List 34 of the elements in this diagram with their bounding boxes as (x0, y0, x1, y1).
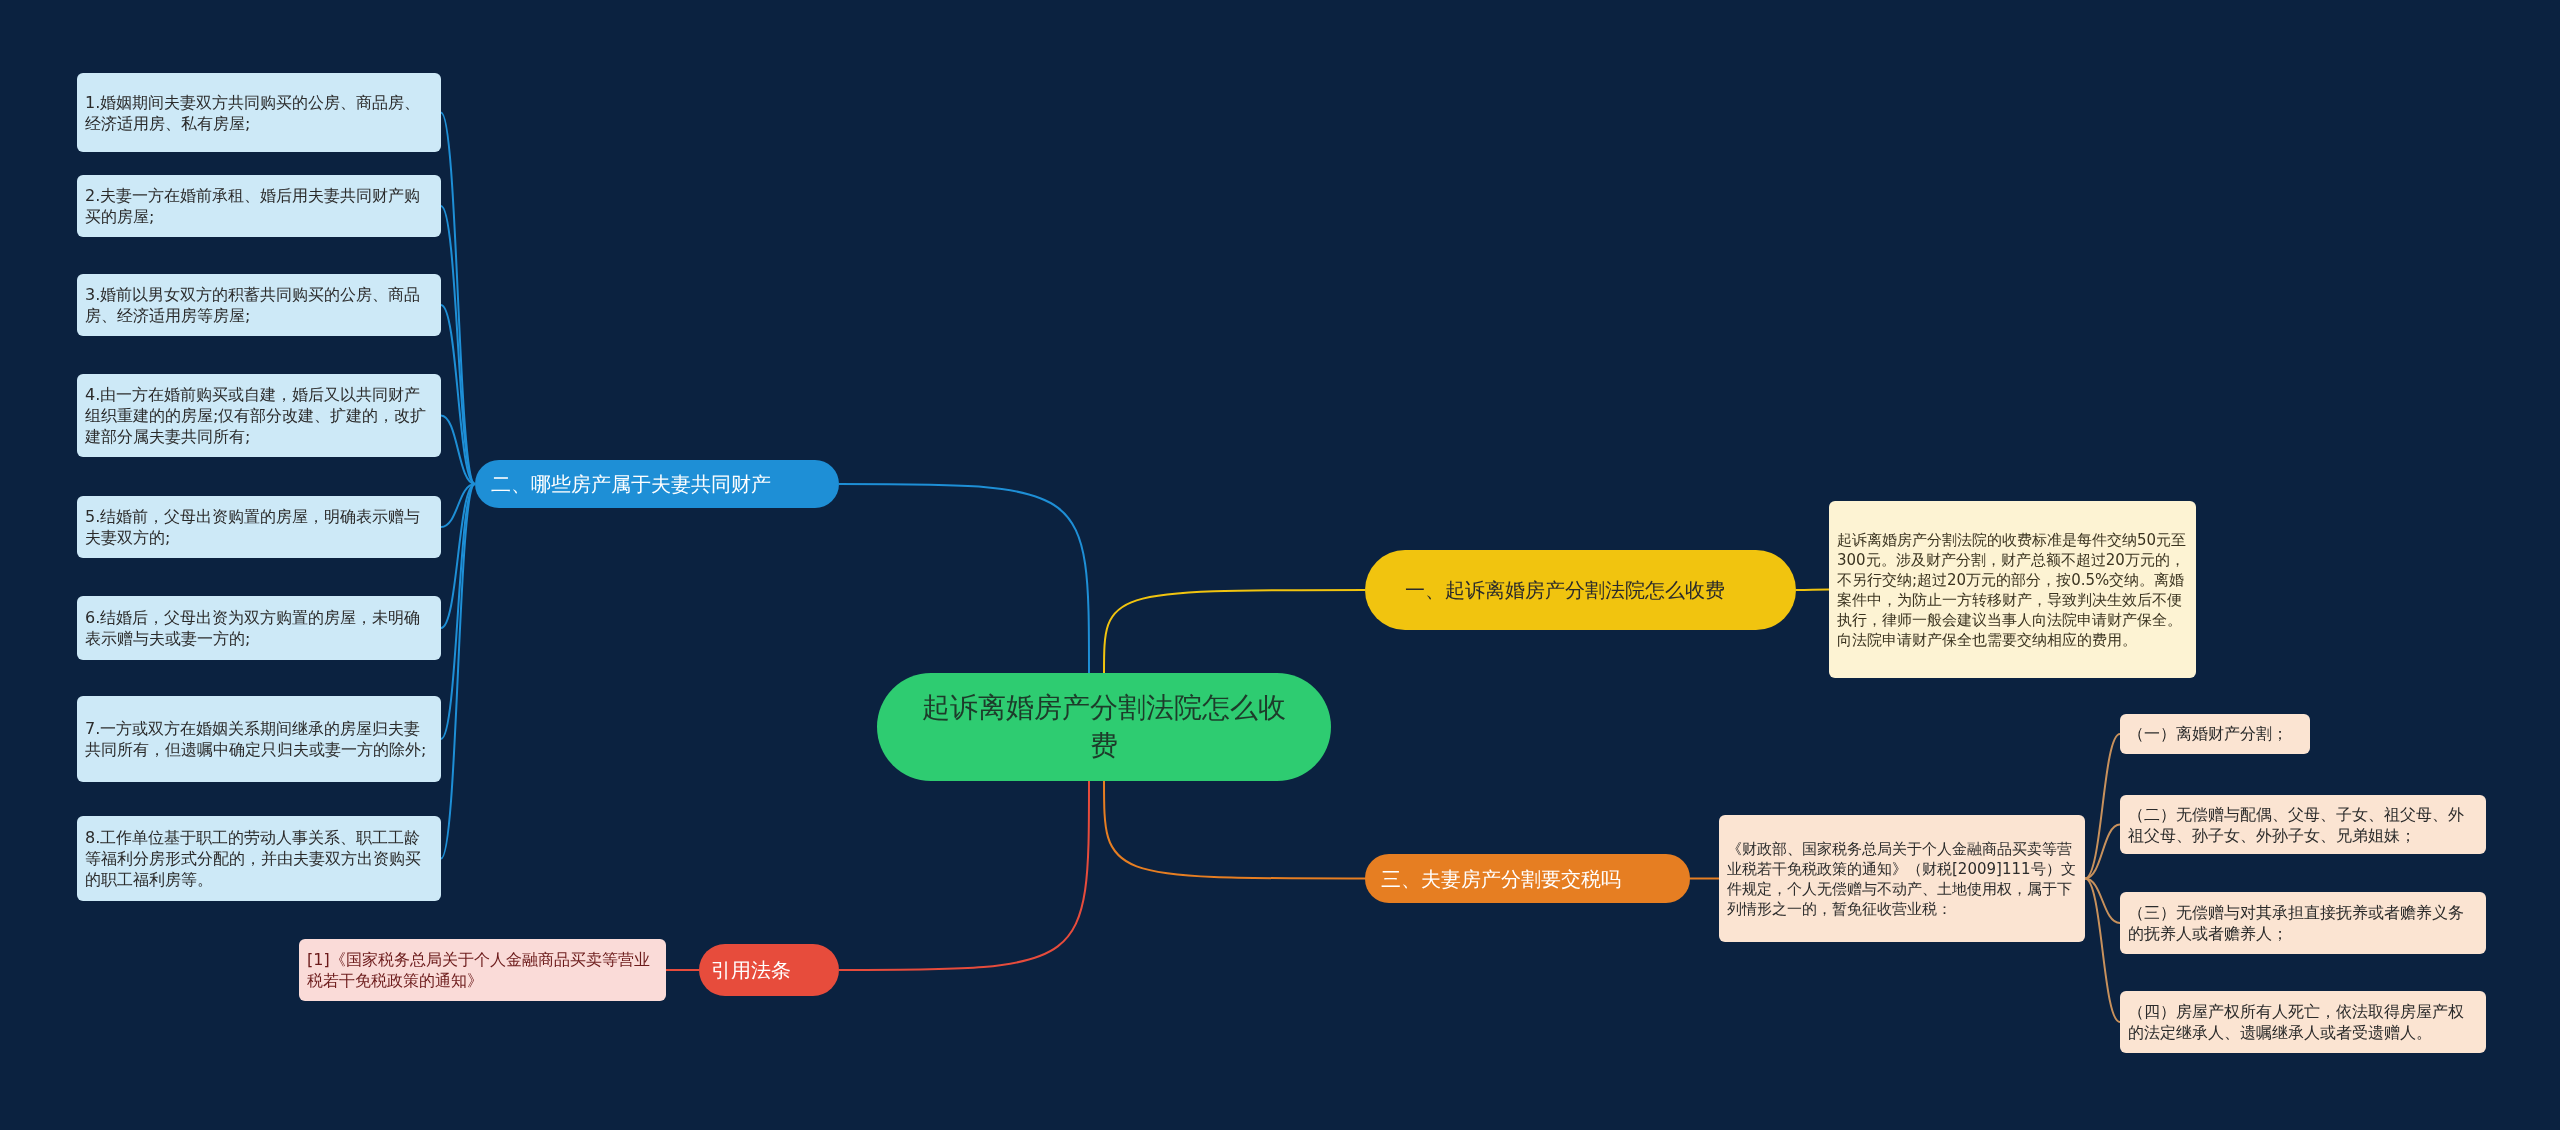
connector (1689, 877, 1720, 880)
branch-topic: 二、哪些房产属于夫妻共同财产 (475, 460, 839, 508)
subtopic: （二）无偿赠与配偶、父母、子女、祖父母、外祖父母、孙子女、外孙子女、兄弟姐妹； (2120, 795, 2486, 854)
connector (1795, 588, 1830, 591)
connector (2084, 823, 2121, 880)
root-topic: 起诉离婚房产分割法院怎么收费 (877, 673, 1331, 781)
subtopic: 3.婚前以男女双方的积蓄共同购买的公房、商品房、经济适用房等房屋; (77, 274, 441, 336)
subtopic: 4.由一方在婚前购买或自建，婚后又以共同财产组织重建的的房屋;仅有部分改建、扩建的，改扩建部分属夫妻共同所有; (77, 374, 441, 457)
subtopic: 2.夫妻一方在婚前承租、婚后用夫妻共同财产购买的房屋; (77, 175, 441, 237)
connector (440, 111, 476, 485)
subtopic: （三）无偿赠与对其承担直接抚养或者赡养义务的抚养人或者赡养人； (2120, 892, 2486, 954)
subtopic: （一）离婚财产分割； (2120, 714, 2310, 754)
note-card: 《财政部、国家税务总局关于个人金融商品买卖等营业税若干免税政策的通知》（财税[2009]111号）文件规定，个人无偿赠与不动产、土地使用权，属于下列情形之一的，暂免征收营业税： (1719, 815, 2085, 942)
connector (665, 969, 700, 971)
connector (2084, 877, 2121, 1023)
connector (838, 780, 1090, 971)
connector (838, 483, 1090, 674)
subtopic: （四）房屋产权所有人死亡，依法取得房屋产权的法定继承人、遗嘱继承人或者受遗赠人。 (2120, 991, 2486, 1053)
reference-card: [1]《国家税务总局关于个人金融商品买卖等营业税若干免税政策的通知》 (299, 939, 666, 1001)
subtopic: 7.一方或双方在婚姻关系期间继承的房屋归夫妻共同所有，但遗嘱中确定只归夫或妻一方的除外; (77, 696, 441, 782)
connector (2084, 733, 2121, 880)
connector (440, 483, 476, 860)
branch-topic: 引用法条 (699, 944, 839, 996)
subtopic: 8.工作单位基于职工的劳动人事关系、职工工龄等福利分房形式分配的，并由夫妻双方出资购买的职工福利房等。 (77, 816, 441, 901)
subtopic: 1.婚姻期间夫妻双方共同购买的公房、商品房、经济适用房、私有房屋; (77, 73, 441, 152)
connector (440, 414, 476, 485)
connector (1103, 780, 1366, 880)
connector (1103, 589, 1366, 674)
branch-topic: 三、夫妻房产分割要交税吗 (1365, 854, 1690, 903)
note-card: 起诉离婚房产分割法院的收费标准是每件交纳50元至300元。涉及财产分割，财产总额不超过20万元的，不另行交纳;超过20万元的部分，按0.5%交纳。离婚案件中，为防止一方转移财产，导致判决生效后不便执行，律师一般会建议当事人向法院申请财产保全。向法院申请财产保全也需要交纳相应的费用。 (1829, 501, 2196, 678)
subtopic: 5.结婚前，父母出资购置的房屋，明确表示赠与夫妻双方的; (77, 496, 441, 558)
subtopic: 6.结婚后，父母出资为双方购置的房屋，未明确表示赠与夫或妻一方的; (77, 596, 441, 660)
connector (440, 483, 476, 528)
branch-topic: 一、起诉离婚房产分割法院怎么收费 (1365, 550, 1796, 630)
